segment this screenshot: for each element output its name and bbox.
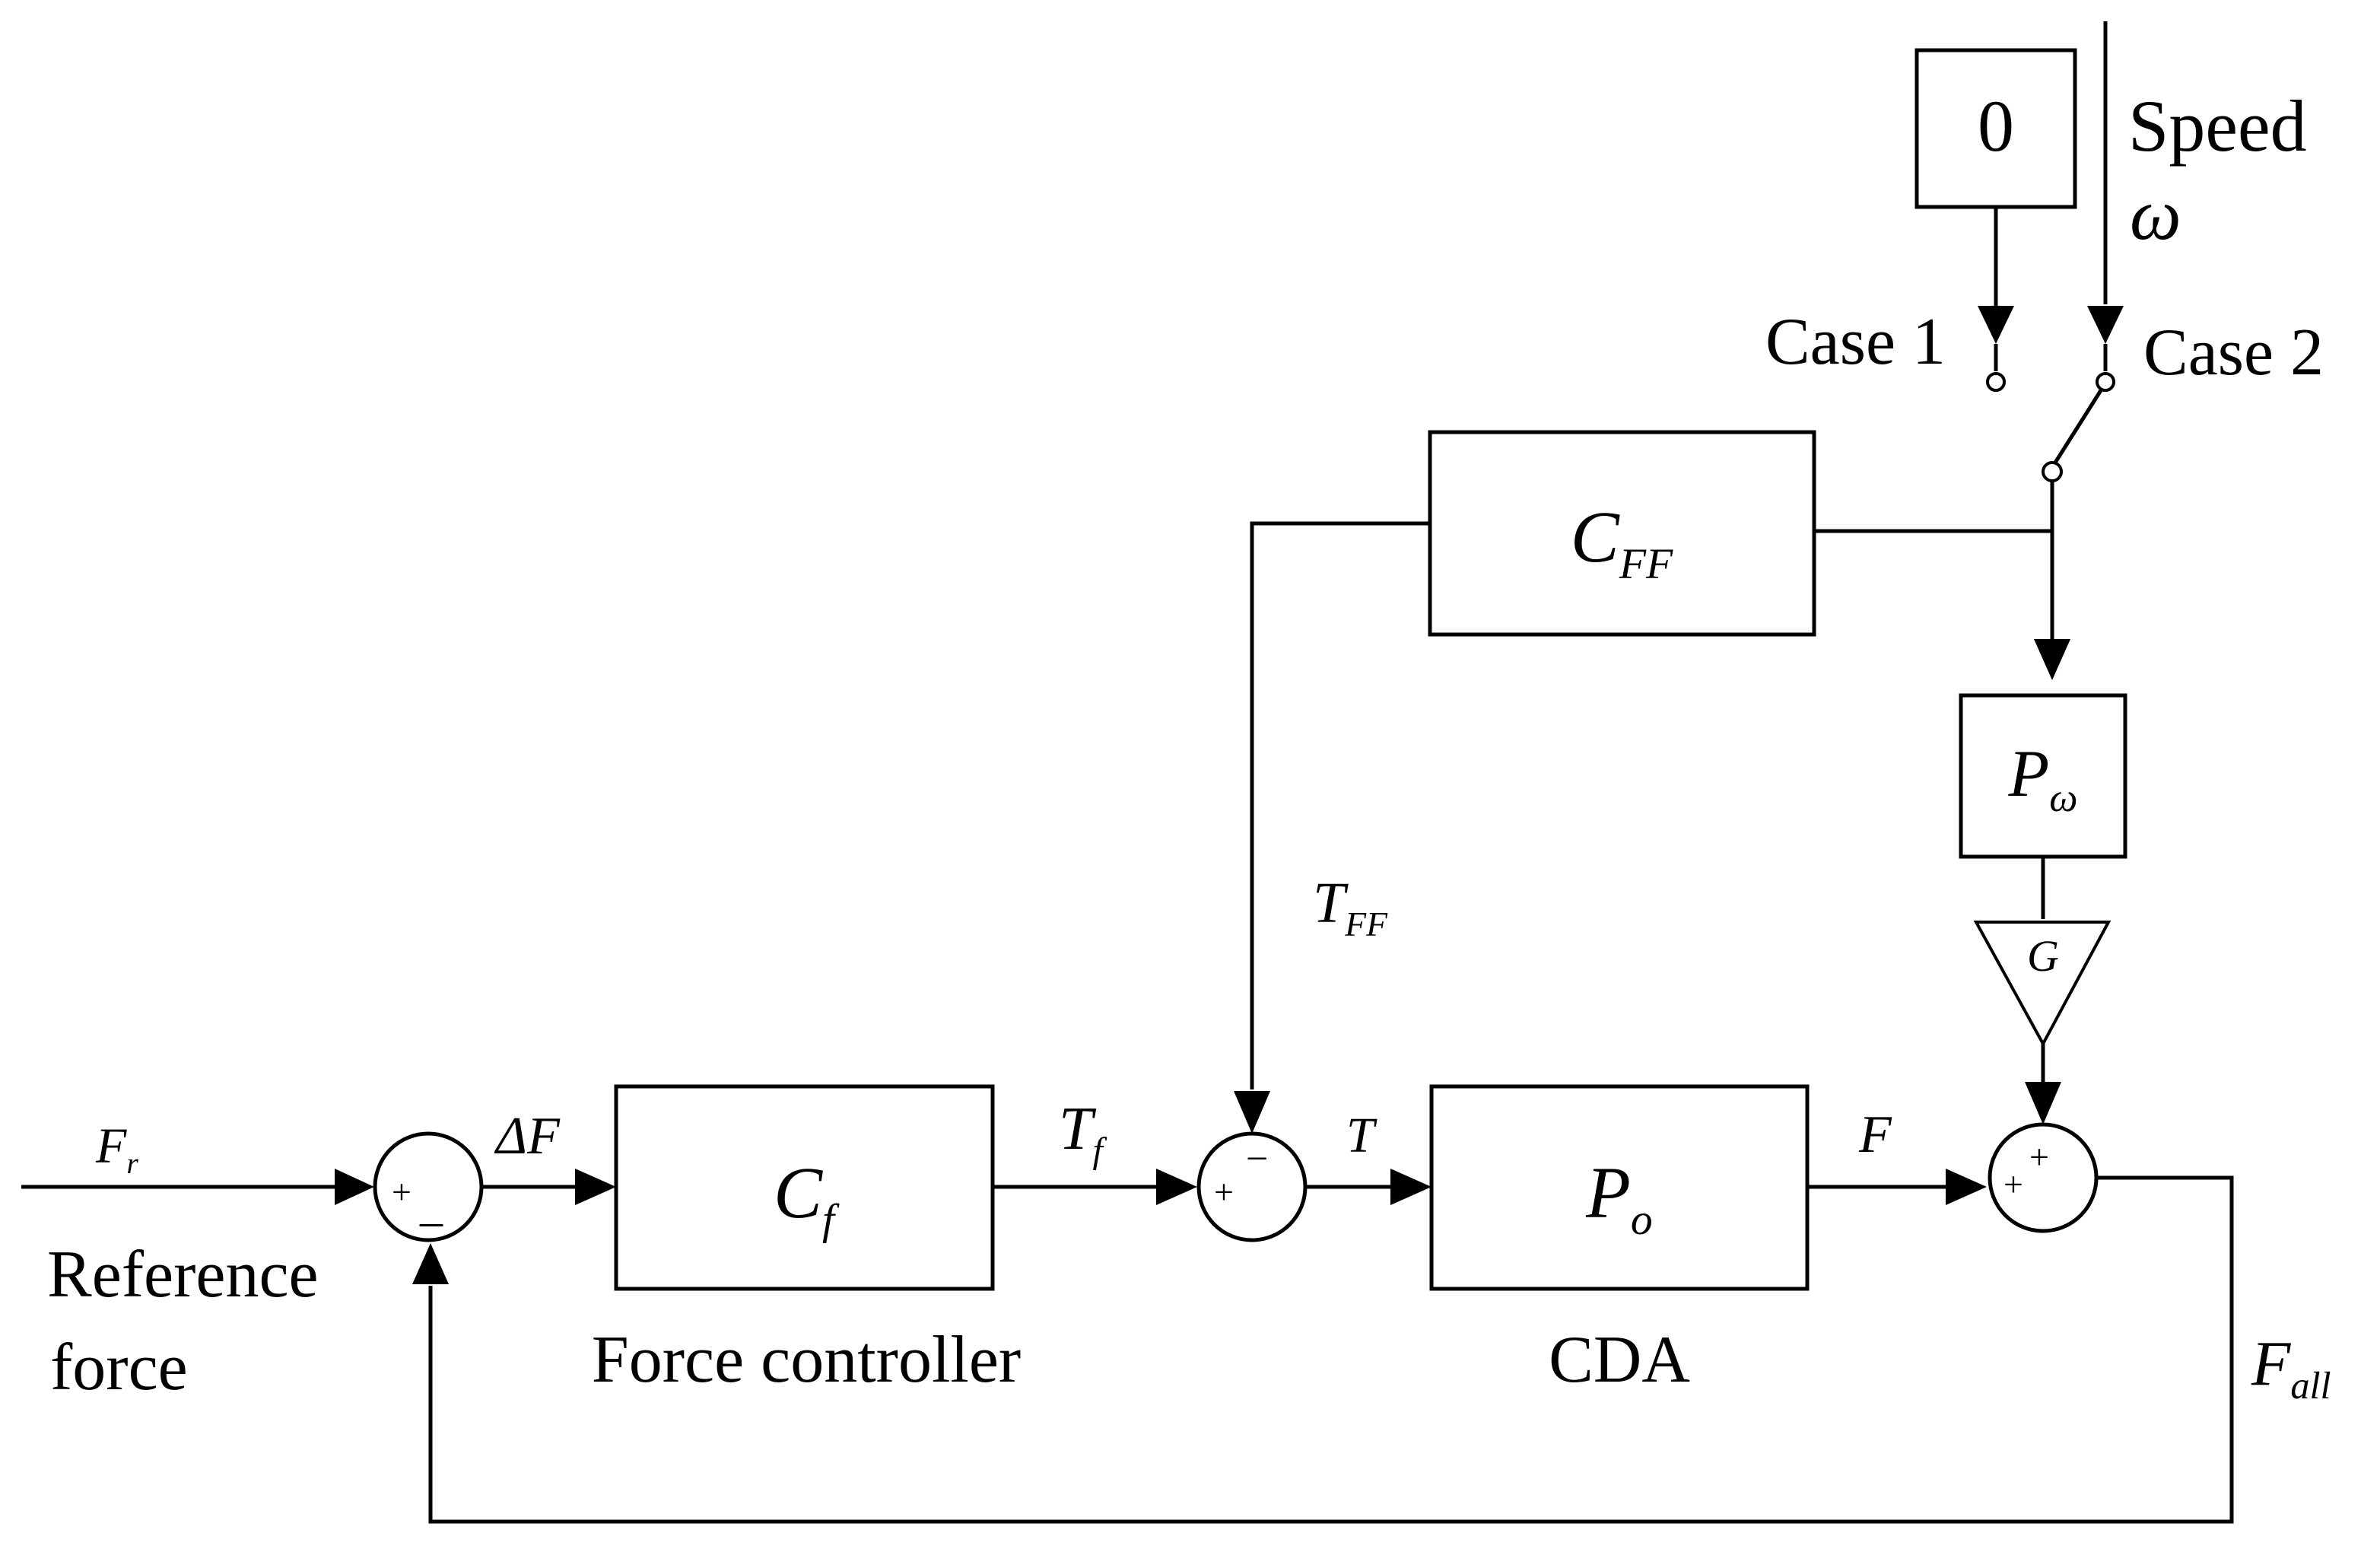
reference-caption-line2: force <box>50 1331 188 1404</box>
switch-case2-label: Case 2 <box>2143 316 2324 390</box>
arrowhead-into-sum1 <box>335 1169 374 1205</box>
wire-feedback-fall <box>428 1175 2234 1524</box>
switch-contact-case2 <box>2096 372 2115 392</box>
summing-junction-2 <box>1196 1131 1308 1242</box>
arrowhead-feedback-into-sum1 <box>412 1243 449 1284</box>
speed-label: Speed <box>2128 85 2307 167</box>
arrowhead-tff-into-sum2 <box>1234 1091 1270 1134</box>
signal-fr-label: Fr <box>95 1118 138 1180</box>
force-controller-caption: Force controller <box>592 1323 1021 1397</box>
summing-junction-1 <box>373 1131 484 1242</box>
signal-delta-f-label: ΔF <box>494 1107 561 1166</box>
signal-fall-label: Fall <box>2251 1328 2331 1407</box>
cff-label: CFF <box>1571 496 1673 588</box>
cda-caption: CDA <box>1549 1323 1690 1397</box>
sum1-sign-plus: + <box>392 1172 411 1211</box>
sum3-sign-plus-top: + <box>2029 1137 2049 1176</box>
reference-caption-line1: Reference <box>47 1238 319 1312</box>
sum3-sign-plus-left: + <box>2003 1165 2023 1204</box>
arrowhead-into-case1 <box>1978 306 2014 344</box>
po-label: Po <box>1585 1152 1652 1244</box>
block-p-omega <box>1959 693 2127 859</box>
switch-lever <box>2053 386 2105 464</box>
switch-contact-case1 <box>1986 372 2006 392</box>
pw-label: Pω <box>2007 737 2077 820</box>
sum1-sign-minus: _ <box>419 1180 443 1230</box>
arrowhead-into-sum2 <box>1156 1169 1197 1205</box>
signal-tff-label: TFF <box>1313 871 1388 943</box>
block-feedforward-controller <box>1428 430 1816 637</box>
block-gain <box>1973 921 2111 1048</box>
arrowhead-into-po <box>1390 1169 1431 1205</box>
signal-tf-label: Tf <box>1059 1096 1107 1171</box>
sum2-sign-minus: − <box>1246 1137 1268 1181</box>
arrowhead-into-cf <box>575 1169 616 1205</box>
arrowhead-gain-into-sum3 <box>2025 1082 2061 1124</box>
signal-f-label: F <box>1858 1105 1892 1164</box>
signal-t-label: T <box>1346 1108 1377 1163</box>
summing-junction-3 <box>1988 1122 2099 1233</box>
block-cda <box>1429 1084 1810 1291</box>
speed-omega-symbol: ω <box>2130 173 2181 255</box>
wire-tff <box>1250 521 1430 1089</box>
arrowhead-into-sum3 <box>1946 1169 1987 1205</box>
sum2-sign-plus: + <box>1214 1172 1234 1211</box>
arrowhead-into-case2 <box>2087 306 2124 344</box>
gain-label: G <box>2027 931 2059 981</box>
constant-value: 0 <box>1978 85 2014 167</box>
switch-case1-label: Case 1 <box>1765 305 1946 379</box>
block-constant-zero <box>1914 48 2077 209</box>
switch-contact-common <box>2042 461 2063 482</box>
block-force-controller <box>614 1084 995 1291</box>
arrowhead-into-pw <box>2034 639 2070 680</box>
